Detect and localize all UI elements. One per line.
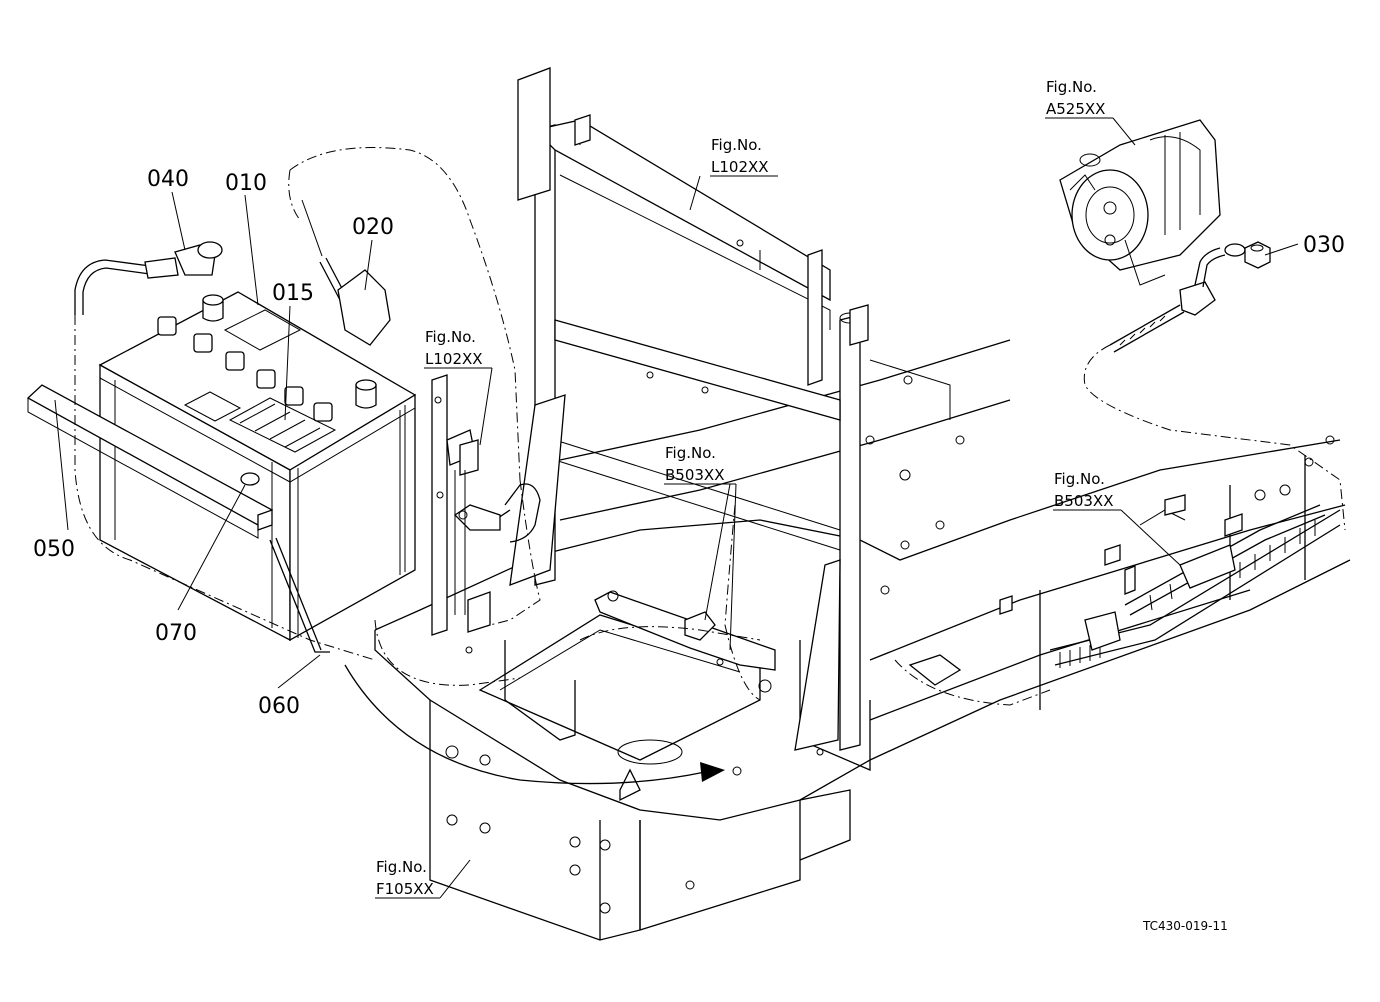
- fig-ref-b503-center-line1: Fig.No.: [665, 444, 716, 462]
- wiring-harness-right: [894, 494, 1341, 706]
- fig-ref-f105-line2: F105XX: [376, 880, 434, 898]
- part-label-030: 030: [1303, 233, 1345, 258]
- fig-ref-l102-mid-line2: L102XX: [425, 350, 483, 368]
- alternator-cable: [1083, 243, 1346, 531]
- fig-ref-l102-top-line1: Fig.No.: [711, 136, 762, 154]
- fig-ref-b503-right-line2: B503XX: [1054, 492, 1113, 510]
- battery-holder-bar: [26, 384, 274, 539]
- fig-ref-b503-right-line1: Fig.No.: [1054, 470, 1105, 488]
- ground-post: [431, 374, 491, 654]
- battery-area-outline: [374, 619, 761, 686]
- center-bracket: [594, 504, 776, 701]
- battery-cell-caps: [157, 316, 333, 422]
- part-label-010: 010: [225, 171, 267, 196]
- leader-lines: [54, 117, 1299, 899]
- fig-ref-a525-line1: Fig.No.: [1046, 78, 1097, 96]
- chassis-frame: [374, 339, 1351, 941]
- battery-hold-rod: [269, 537, 330, 653]
- fig-ref-f105-line1: Fig.No.: [376, 858, 427, 876]
- positive-cable: [288, 147, 541, 631]
- part-label-015: 015: [272, 281, 314, 306]
- fig-ref-a525-line2: A525XX: [1046, 100, 1105, 118]
- battery: [98, 291, 417, 642]
- alternator: [1059, 119, 1221, 286]
- negative-cable: [74, 241, 376, 661]
- part-label-050: 050: [33, 537, 75, 562]
- fig-ref-l102-top-line2: L102XX: [711, 158, 769, 176]
- figure-references: Fig.No. L102XX Fig.No. A525XX Fig.No. L1…: [376, 78, 1113, 898]
- fig-ref-l102-mid-line1: Fig.No.: [425, 328, 476, 346]
- drawing-code: TC430-019-11: [1142, 919, 1228, 933]
- part-label-060: 060: [258, 694, 300, 719]
- nut-030: [1244, 241, 1271, 269]
- placement-arrow: [344, 664, 725, 785]
- rops-frame: [509, 67, 875, 751]
- part-label-070: 070: [155, 621, 197, 646]
- fig-ref-b503-center-line2: B503XX: [665, 466, 724, 484]
- part-label-020: 020: [352, 215, 394, 240]
- part-label-040: 040: [147, 167, 189, 192]
- part-labels: 040 010 020 015 030 050 070 060: [33, 167, 1345, 719]
